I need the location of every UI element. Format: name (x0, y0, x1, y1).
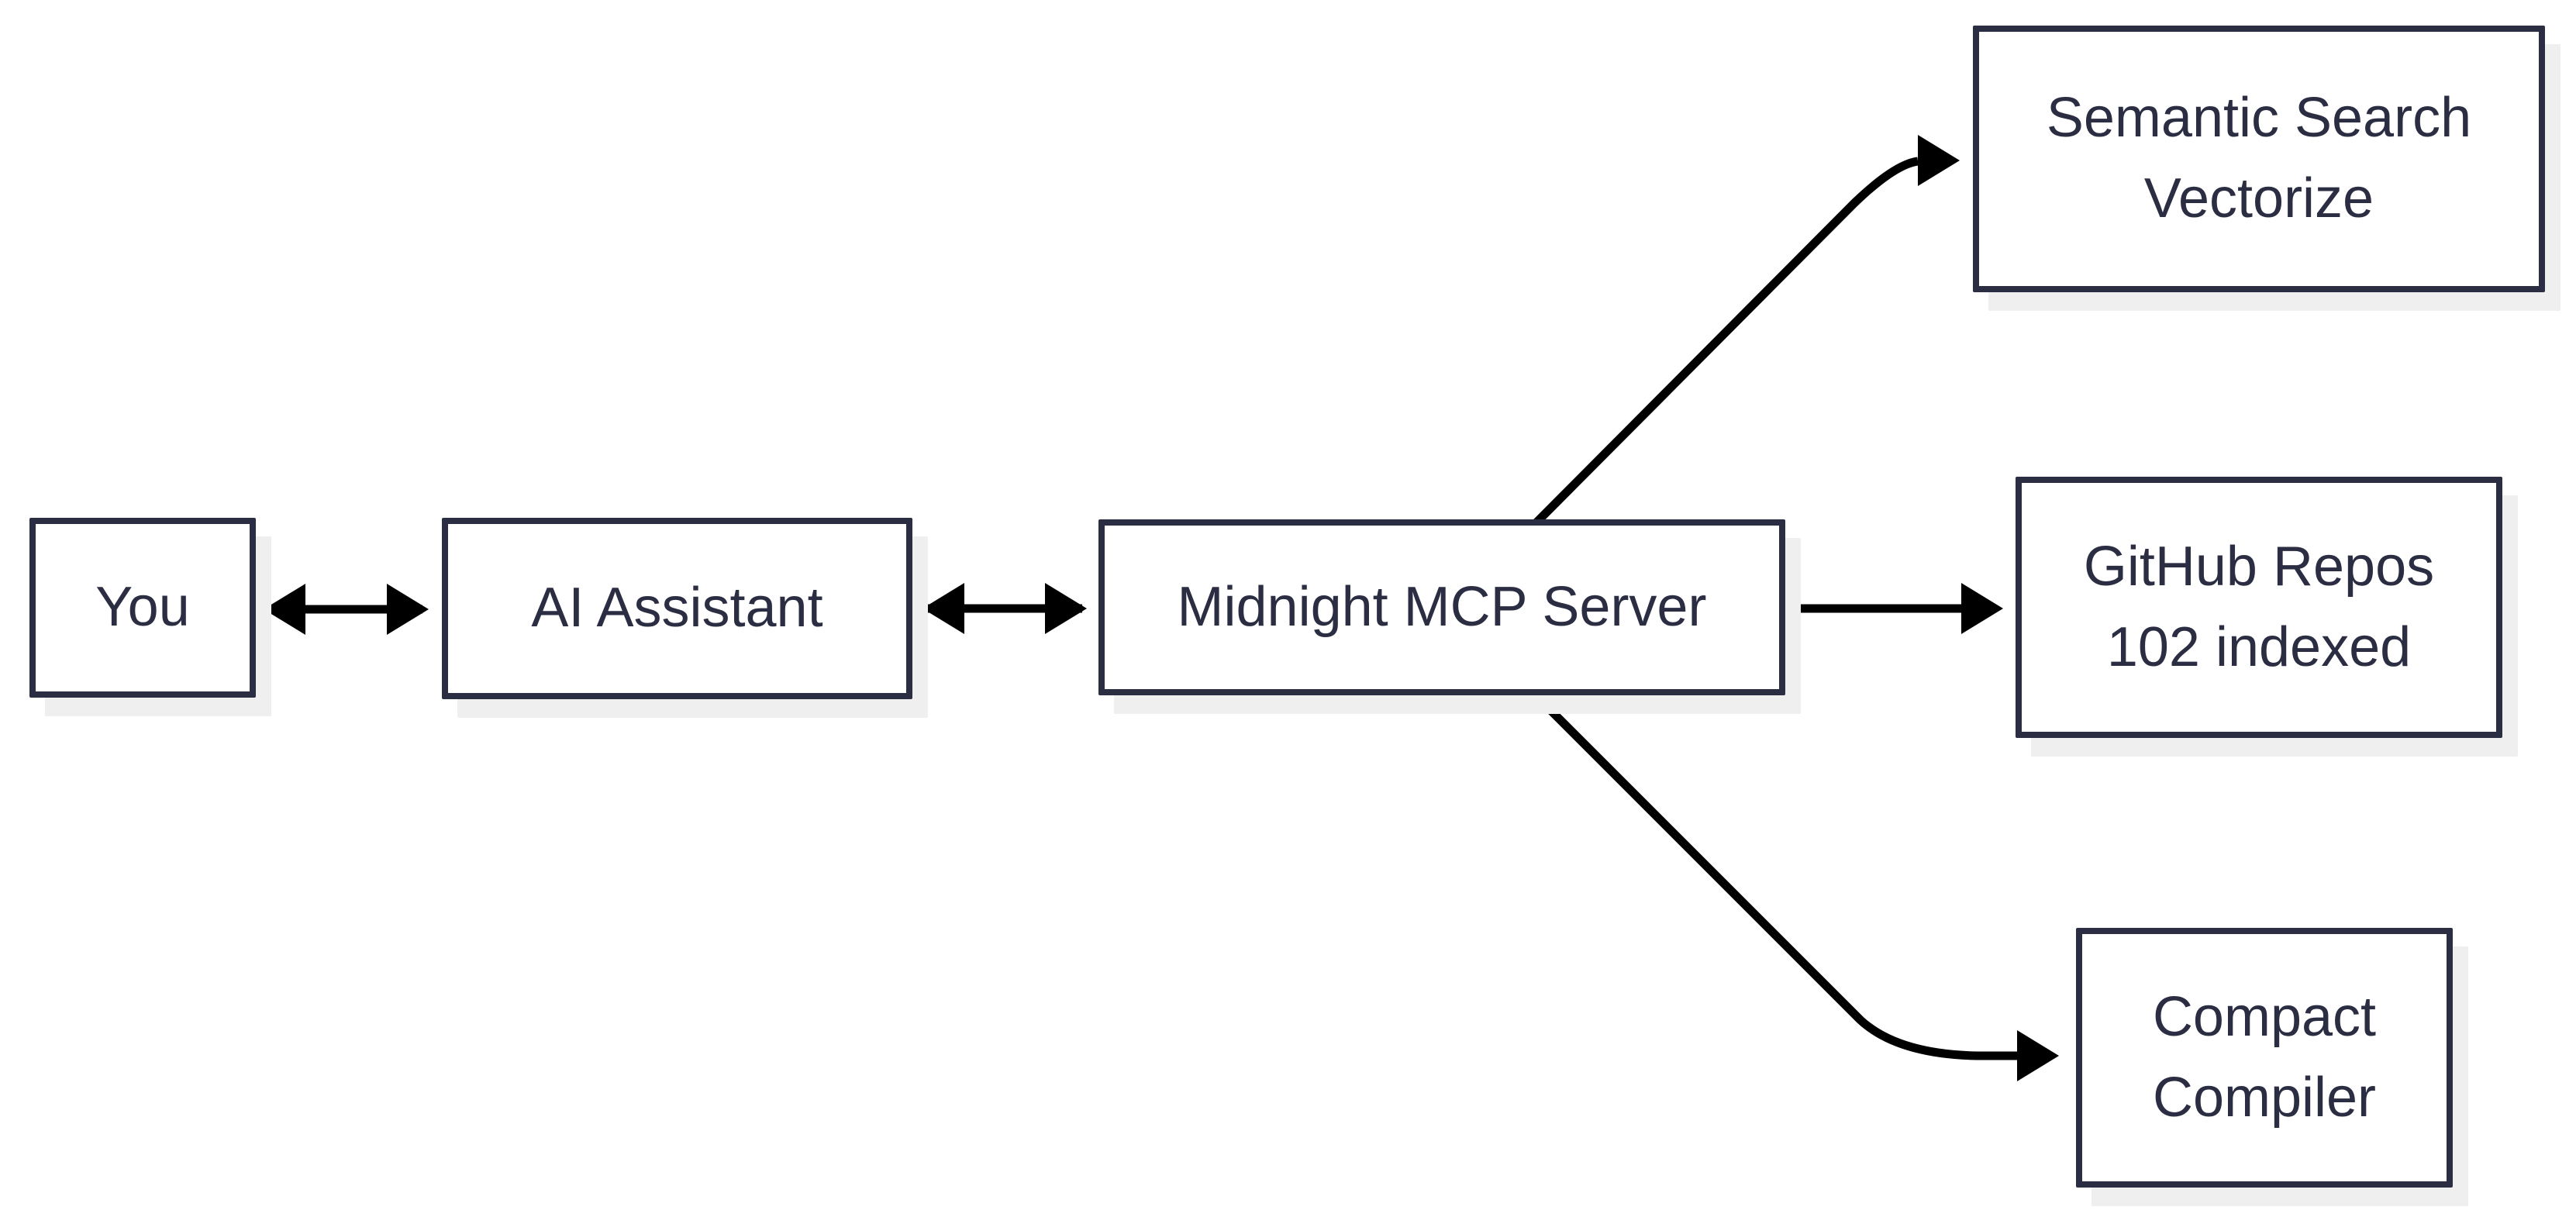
node-mcp-server: Midnight MCP Server (1098, 519, 1785, 695)
node-compact-compiler: Compact Compiler (2076, 928, 2453, 1188)
arrowhead-to-github (1961, 583, 2003, 634)
node-ai-assistant: AI Assistant (442, 518, 912, 699)
node-github-repos-line1: GitHub Repos (2083, 535, 2435, 598)
arrowhead-to-semantic (1918, 135, 1960, 186)
arrowhead-to-ai-right (922, 583, 964, 634)
arrow-mcp-semantic-shaft (1532, 157, 1919, 527)
arrowhead-to-compact (2017, 1030, 2059, 1081)
node-you-label: You (95, 576, 190, 639)
node-ai-assistant-label: AI Assistant (531, 577, 823, 640)
arrowhead-to-mcp (1045, 583, 1087, 634)
node-github-repos-line2: 102 indexed (2106, 615, 2412, 678)
node-semantic-search-line2: Vectorize (2143, 167, 2374, 229)
node-semantic-search: Semantic Search Vectorize (1973, 26, 2545, 292)
node-compact-compiler-line1: Compact (2152, 985, 2377, 1048)
node-semantic-search-line1: Semantic Search (2046, 87, 2472, 150)
arrow-mcp-compact-shaft (1529, 689, 2017, 1060)
node-mcp-server-label: Midnight MCP Server (1177, 575, 1707, 638)
node-you: You (29, 518, 256, 698)
node-github-repos: GitHub Repos 102 indexed (2016, 477, 2502, 738)
arrowhead-to-ai-left (387, 584, 429, 635)
arrowhead-to-you (264, 584, 305, 635)
node-compact-compiler-line2: Compiler (2152, 1066, 2377, 1129)
